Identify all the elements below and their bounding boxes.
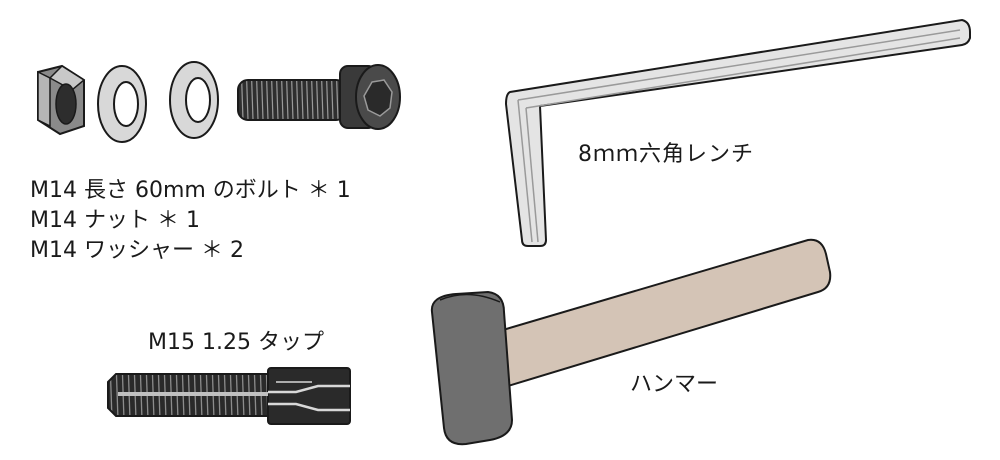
socket-head-bolt-icon — [237, 64, 401, 130]
parts-list: M14 長さ 60mm のボルト ＊ 1 M14 ナット ＊ 1 M14 ワッシ… — [30, 176, 351, 266]
washer-spec-label: M14 ワッシャー ＊ 2 — [30, 238, 244, 263]
hammer-label: ハンマー — [630, 372, 719, 397]
hammer-icon — [430, 238, 832, 446]
washer-icon — [169, 61, 219, 139]
bolt-spec-label: M14 長さ 60mm のボルト ＊ 1 — [30, 178, 351, 203]
tap-label: M15 1.25 タップ — [148, 330, 324, 355]
nut-spec-label: M14 ナット ＊ 1 — [30, 208, 200, 233]
hex-nut-icon — [37, 64, 86, 136]
hex-wrench-icon — [504, 18, 971, 247]
washer-icon — [97, 65, 147, 143]
wrench-label: 8ｍｍ六角レンチ — [578, 142, 754, 167]
thread-tap-icon — [107, 367, 351, 425]
